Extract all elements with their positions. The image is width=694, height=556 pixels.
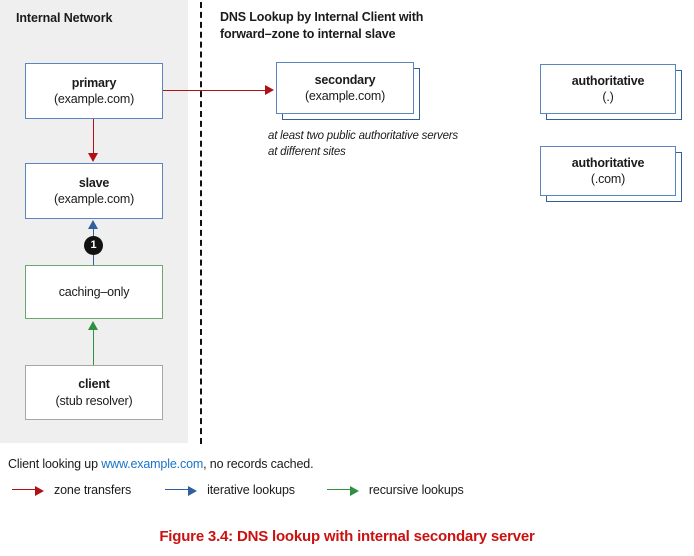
internal-network-label: Internal Network: [16, 11, 113, 25]
node-secondary-title: secondary: [314, 72, 376, 87]
arrow-primary-to-slave-head: [87, 153, 98, 162]
legend-label-recursive-lookups: recursive lookups: [368, 483, 464, 497]
node-primary: primary (example.com): [25, 63, 163, 119]
legend-item-zone-transfers: zone transfers: [12, 483, 131, 497]
node-authoritative-com-subtitle: (.com): [590, 172, 626, 186]
arrow-primary-to-secondary-head: [265, 84, 274, 95]
lookup-suffix: , no records cached.: [203, 457, 314, 471]
lookup-prefix: Client looking up: [8, 457, 102, 471]
legend-item-recursive-lookups: recursive lookups: [326, 483, 464, 497]
arrow-primary-to-slave-line: [93, 119, 94, 155]
node-slave: slave (example.com): [25, 163, 163, 219]
legend-label-zone-transfers: zone transfers: [54, 483, 132, 497]
lookup-description: Client looking up www.example.com, no re…: [8, 457, 314, 471]
legend-label-iterative-lookups: iterative lookups: [207, 483, 295, 497]
arrow-primary-to-secondary-line: [163, 90, 267, 91]
node-client: client (stub resolver): [25, 365, 163, 420]
node-primary-subtitle: (example.com): [53, 92, 135, 106]
node-authoritative-root: authoritative (.): [540, 64, 676, 114]
node-secondary-subtitle: (example.com): [304, 89, 386, 103]
node-caching-only: caching–only: [25, 265, 163, 319]
node-primary-title: primary: [71, 75, 117, 90]
diagram-heading-line1: DNS Lookup by Internal Client with: [220, 10, 424, 24]
node-authoritative-com: authoritative (.com): [540, 146, 676, 196]
diagram-heading-line2: forward–zone to internal slave: [220, 26, 396, 41]
iterative-lookup-arrow-icon: [165, 485, 199, 496]
lookup-link[interactable]: www.example.com: [101, 457, 204, 471]
recursive-lookup-arrow-icon: [326, 485, 361, 496]
legend: zone transfers iterative lookups recursi…: [12, 483, 464, 497]
arrow-client-to-caching-line: [93, 330, 94, 365]
legend-item-iterative-lookups: iterative lookups: [165, 483, 295, 497]
zone-transfer-arrow-icon: [12, 485, 46, 496]
node-authoritative-root-title: authoritative: [571, 73, 645, 88]
network-boundary-divider: [200, 2, 202, 444]
diagram-heading: DNS Lookup by Internal Client with forwa…: [220, 9, 470, 43]
step-badge-1: 1: [84, 236, 103, 255]
node-slave-title: slave: [78, 175, 110, 190]
node-caching-only-title: caching–only: [58, 284, 130, 299]
node-client-subtitle: (stub resolver): [55, 393, 133, 408]
arrow-caching-to-slave-head: [87, 220, 98, 229]
figure-caption: Figure 3.4: DNS lookup with internal sec…: [159, 528, 535, 545]
node-authoritative-root-subtitle: (.): [602, 90, 614, 104]
node-authoritative-com-title: authoritative: [571, 155, 645, 170]
node-slave-subtitle: (example.com): [53, 192, 135, 206]
secondary-note: at least two public authoritative server…: [268, 130, 458, 159]
node-secondary: secondary (example.com): [276, 62, 414, 114]
node-client-title: client: [78, 377, 110, 391]
arrow-client-to-caching-head: [87, 321, 98, 330]
